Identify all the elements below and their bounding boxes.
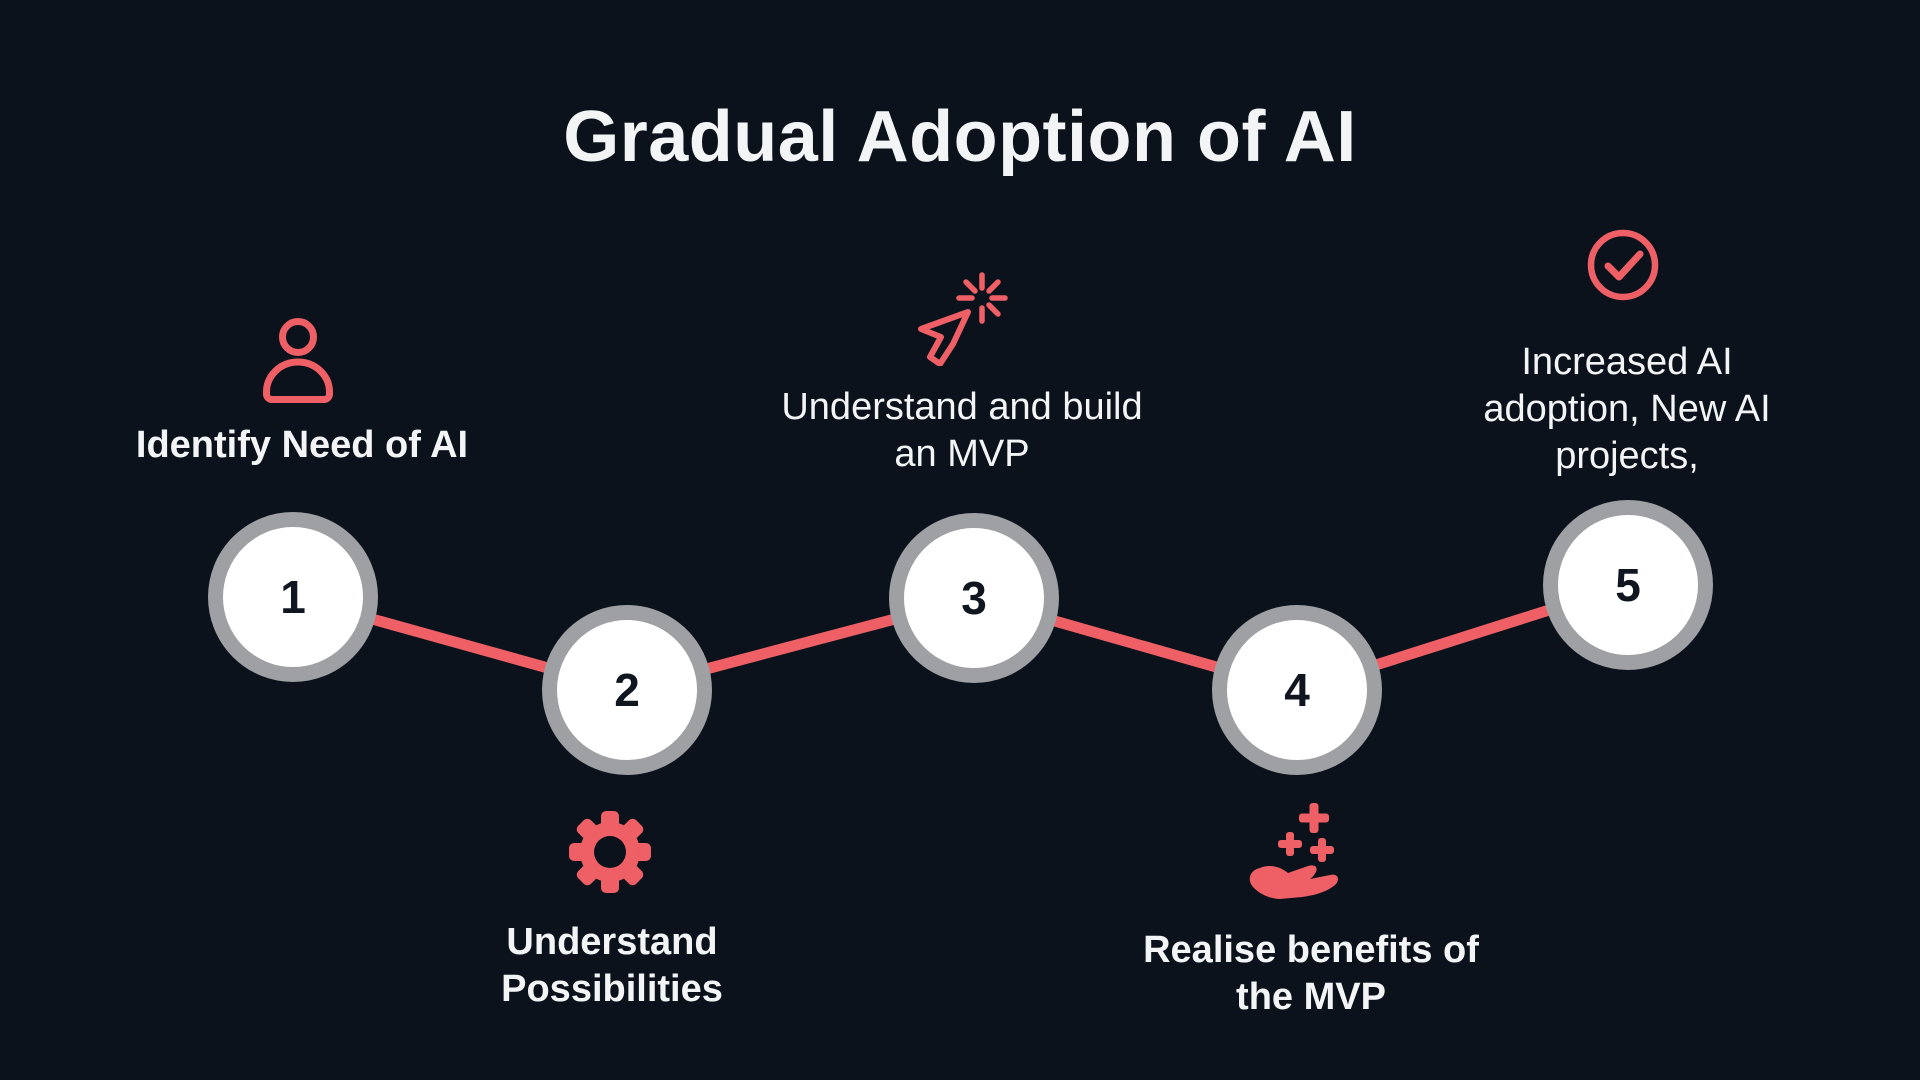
hand-benefits-icon xyxy=(1249,803,1338,899)
step-circle-2: 2 xyxy=(542,605,712,775)
gear-icon xyxy=(569,811,651,893)
step-label-3: Understand and build an MVP xyxy=(781,386,1143,475)
step-number-3: 3 xyxy=(961,572,987,624)
step-label-2: Understand Possibilities xyxy=(501,921,723,1010)
step-circle-5: 5 xyxy=(1543,500,1713,670)
step-number-4: 4 xyxy=(1284,664,1310,716)
click-cursor-icon xyxy=(918,272,1008,366)
step-number-1: 1 xyxy=(280,571,306,623)
person-icon xyxy=(263,318,333,403)
check-circle-icon xyxy=(1587,229,1659,301)
step-circle-1: 1 xyxy=(208,512,378,682)
step-circle-4: 4 xyxy=(1212,605,1382,775)
step-number-5: 5 xyxy=(1615,559,1641,611)
page-title: Gradual Adoption of AI xyxy=(563,97,1357,177)
step-number-2: 2 xyxy=(614,664,640,716)
step-label-1: Identify Need of AI xyxy=(135,424,469,466)
step-label-4: Realise benefits of the MVP xyxy=(1143,929,1479,1018)
step-circle-3: 3 xyxy=(889,513,1059,683)
step-label-5: Increased AI adoption, New AI projects, xyxy=(1483,341,1771,477)
